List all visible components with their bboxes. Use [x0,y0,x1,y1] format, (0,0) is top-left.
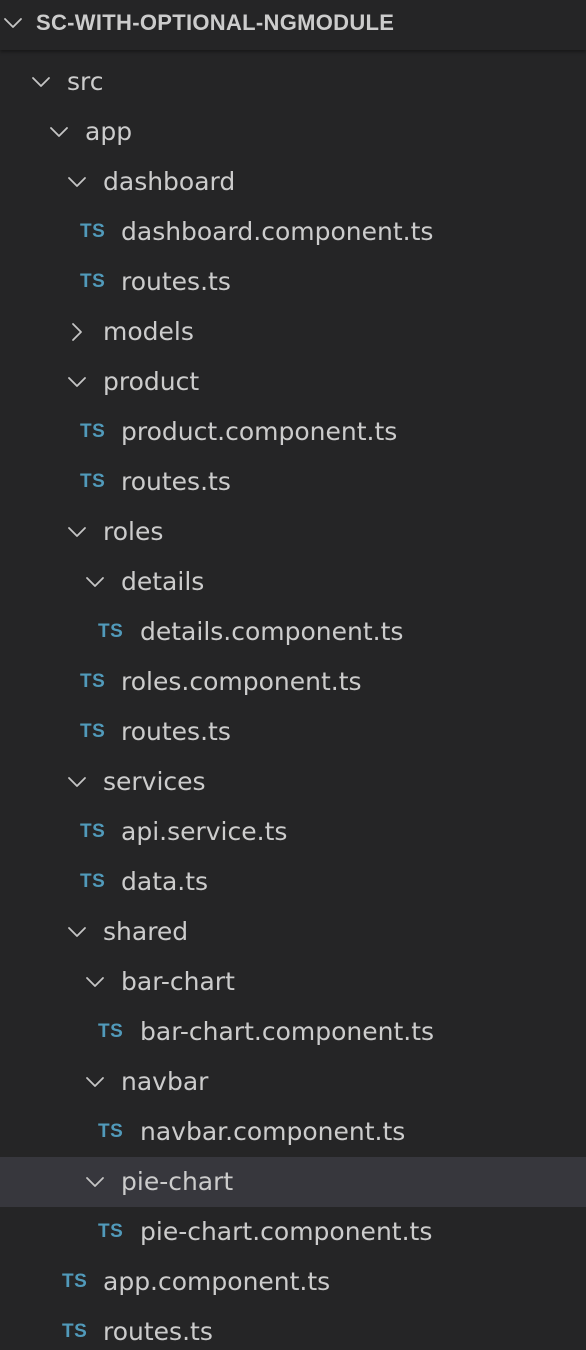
folder-label: roles [103,517,164,546]
folder-details[interactable]: details [0,557,586,607]
file-routes-ts[interactable]: TS routes.ts [0,707,586,757]
chevron-down-icon[interactable] [84,1071,106,1093]
folder-label: bar-chart [121,967,235,996]
folder-dashboard[interactable]: dashboard [0,157,586,207]
file-details-component-ts[interactable]: TS details.component.ts [0,607,586,657]
chevron-down-icon[interactable] [84,571,106,593]
file-navbar-component-ts[interactable]: TS navbar.component.ts [0,1107,586,1157]
folder-label: product [103,367,200,396]
typescript-file-icon: TS [80,271,106,292]
folder-label: shared [103,917,189,946]
typescript-file-icon: TS [80,421,106,442]
file-label: data.ts [121,867,209,896]
file-label: navbar.component.ts [140,1117,406,1146]
chevron-down-icon[interactable] [66,921,88,943]
typescript-file-icon: TS [80,871,106,892]
folder-shared[interactable]: shared [0,907,586,957]
chevron-right-icon[interactable] [66,321,88,343]
folder-label: services [103,767,206,796]
file-bar-chart-component-ts[interactable]: TS bar-chart.component.ts [0,1007,586,1057]
chevron-down-icon[interactable] [66,371,88,393]
typescript-file-icon: TS [62,1321,88,1342]
typescript-file-icon: TS [98,1121,124,1142]
folder-label: pie-chart [121,1167,234,1196]
file-label: roles.component.ts [121,667,362,696]
file-label: api.service.ts [121,817,288,846]
folder-label: details [121,567,205,596]
file-label: routes.ts [103,1317,213,1346]
file-roles-component-ts[interactable]: TS roles.component.ts [0,657,586,707]
chevron-down-icon[interactable] [84,971,106,993]
folder-models[interactable]: models [0,307,586,357]
file-label: product.component.ts [121,417,398,446]
file-label: routes.ts [121,267,231,296]
typescript-file-icon: TS [80,471,106,492]
typescript-file-icon: TS [80,671,106,692]
file-label: details.component.ts [140,617,404,646]
typescript-file-icon: TS [98,1021,124,1042]
file-label: routes.ts [121,717,231,746]
folder-label: app [85,117,133,146]
file-label: dashboard.component.ts [121,217,434,246]
folder-roles[interactable]: roles [0,507,586,557]
folder-label: navbar [121,1067,209,1096]
typescript-file-icon: TS [80,821,106,842]
typescript-file-icon: TS [80,221,106,242]
file-pie-chart-component-ts[interactable]: TS pie-chart.component.ts [0,1207,586,1257]
chevron-down-icon[interactable] [2,12,24,34]
folder-navbar[interactable]: navbar [0,1057,586,1107]
file-label: bar-chart.component.ts [140,1017,435,1046]
file-label: routes.ts [121,467,231,496]
file-product-component-ts[interactable]: TS product.component.ts [0,407,586,457]
chevron-down-icon[interactable] [66,171,88,193]
chevron-down-icon[interactable] [30,71,52,93]
typescript-file-icon: TS [62,1271,88,1292]
chevron-down-icon[interactable] [84,1171,106,1193]
typescript-file-icon: TS [98,1221,124,1242]
file-label: pie-chart.component.ts [140,1217,433,1246]
folder-label: dashboard [103,167,236,196]
file-dashboard-component-ts[interactable]: TS dashboard.component.ts [0,207,586,257]
folder-label: models [103,317,194,346]
file-routes-ts[interactable]: TS routes.ts [0,457,586,507]
folder-bar-chart[interactable]: bar-chart [0,957,586,1007]
file-data-ts[interactable]: TS data.ts [0,857,586,907]
explorer-section-header[interactable]: SC-WITH-OPTIONAL-NGMODULE [0,0,586,50]
chevron-down-icon[interactable] [66,771,88,793]
chevron-down-icon[interactable] [48,121,70,143]
folder-services[interactable]: services [0,757,586,807]
project-title: SC-WITH-OPTIONAL-NGMODULE [36,10,395,35]
folder-app[interactable]: app [0,107,586,157]
file-app-component-ts[interactable]: TS app.component.ts [0,1257,586,1307]
file-api-service-ts[interactable]: TS api.service.ts [0,807,586,857]
file-label: app.component.ts [103,1267,331,1296]
typescript-file-icon: TS [80,721,106,742]
typescript-file-icon: TS [98,621,124,642]
folder-src[interactable]: src [0,57,586,107]
folder-pie-chart[interactable]: pie-chart [0,1157,586,1207]
file-routes-ts[interactable]: TS routes.ts [0,1307,586,1350]
folder-product[interactable]: product [0,357,586,407]
chevron-down-icon[interactable] [66,521,88,543]
folder-label: src [67,67,104,96]
file-routes-ts[interactable]: TS routes.ts [0,257,586,307]
